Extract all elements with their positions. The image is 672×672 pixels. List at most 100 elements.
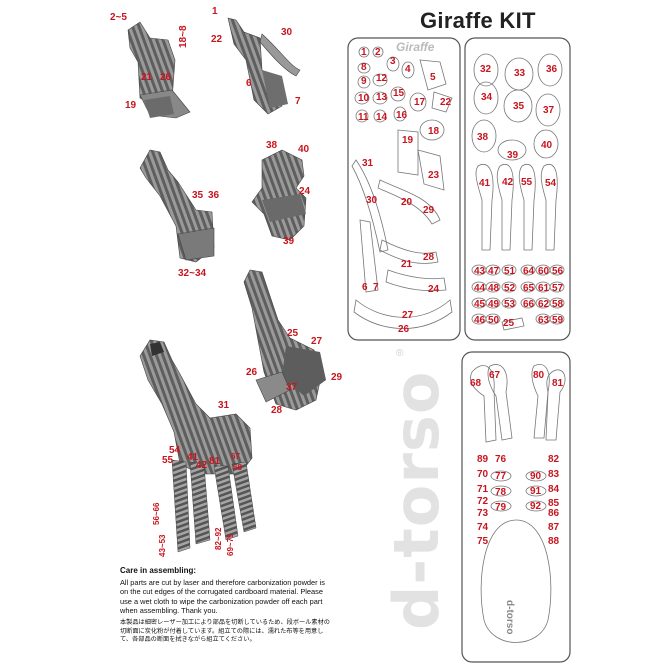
sheet-part-number: 16: [396, 110, 408, 121]
sheet-part-number: 59: [552, 315, 564, 326]
sheet-part-number: 45: [474, 299, 486, 310]
sheet-part-number: 74: [477, 522, 489, 533]
step2-drawing: [227, 17, 301, 115]
care-instructions: All parts are cut by laser and therefore…: [120, 578, 325, 616]
part-label: 68: [233, 463, 242, 472]
part-label: 81: [209, 456, 221, 467]
sheet3-parts: [470, 364, 566, 643]
cutting-sheet-3: [461, 351, 571, 663]
sheet-part-number: 6: [362, 282, 368, 293]
sheet-part-number: 29: [423, 205, 435, 216]
sheet2-parts: [471, 53, 565, 331]
sheet-part-number: 17: [414, 97, 426, 108]
sheet-part-number: 70: [477, 469, 489, 480]
sheet-part-number: 4: [405, 64, 411, 75]
sheet-part-number: 42: [502, 177, 514, 188]
sheet1-parts: [351, 46, 453, 329]
sheet-part-number: 92: [530, 501, 542, 512]
part-label: 2~5: [110, 12, 127, 23]
sheet-part-number: 3: [390, 56, 396, 67]
sheet-part-number: 31: [362, 158, 374, 169]
sheet-part-number: 32: [480, 64, 492, 75]
sheet-part-number: 65: [523, 283, 535, 294]
cutting-sheet-2: [464, 37, 571, 341]
sheet-part-number: 11: [358, 112, 369, 123]
sheet-part-number: 12: [376, 73, 388, 84]
part-label: 27: [311, 336, 323, 347]
sheet-part-number: 90: [530, 471, 542, 482]
sheet-part-number: 91: [530, 486, 542, 497]
part-label: 54: [169, 445, 181, 456]
sheet-part-number: 66: [523, 299, 535, 310]
part-label: 22: [211, 34, 223, 45]
sheet-part-number: 47: [488, 266, 500, 277]
sheet-part-number: 41: [479, 178, 491, 189]
part-label: 1: [212, 6, 218, 17]
sheet-part-number: 60: [538, 266, 550, 277]
sheet-part-number: 10: [358, 93, 370, 104]
sheet-part-number: 8: [361, 62, 367, 73]
part-label: 41: [187, 452, 199, 463]
sheet-part-number: 26: [398, 324, 410, 335]
sheet-part-number: 27: [402, 310, 414, 321]
part-label: 32~34: [178, 268, 207, 279]
sheet-part-number: 43: [474, 266, 486, 277]
part-label: 43~53: [158, 534, 167, 557]
part-label: 38: [266, 140, 278, 151]
sheet-part-number: 63: [538, 315, 550, 326]
sheet-part-number: 77: [495, 471, 507, 482]
step4-drawing: [251, 149, 307, 241]
sheet-part-number: 35: [513, 101, 525, 112]
part-label: 28: [271, 405, 283, 416]
part-label: 39: [283, 236, 295, 247]
kit-title: Giraffe KIT: [420, 8, 536, 33]
part-label: 31: [218, 400, 230, 411]
sheet-part-number: 85: [548, 498, 560, 509]
part-label: 19: [125, 100, 137, 111]
sheet-part-number: 13: [376, 92, 388, 103]
part-label: 29: [331, 372, 343, 383]
sheet-part-number: 86: [548, 508, 560, 519]
sheet-logo-text: Giraffe: [396, 40, 435, 54]
sheet-part-number: 23: [428, 170, 440, 181]
part-label: 67: [231, 452, 240, 461]
sheet-part-number: 64: [523, 266, 535, 277]
oval-logo-text: d-torso: [504, 600, 515, 635]
sheet-part-number: 30: [366, 195, 378, 206]
sheet-part-number: 38: [477, 132, 489, 143]
sheet-part-number: 80: [533, 370, 545, 381]
sheet-part-number: 25: [503, 318, 515, 329]
sheet-part-number: 52: [504, 283, 516, 294]
sheet-part-number: 1: [361, 47, 367, 58]
sheet-part-number: 72: [477, 496, 489, 507]
sheet-part-number: 19: [402, 135, 414, 146]
part-label: 26: [246, 367, 258, 378]
part-label: 36: [208, 190, 220, 201]
sheet-part-number: 61: [538, 283, 550, 294]
part-label: 7: [295, 96, 301, 107]
part-label: 26: [160, 72, 172, 83]
part-label: 35: [192, 190, 204, 201]
part-label: 6: [246, 78, 252, 89]
sheet-part-number: 28: [423, 252, 435, 263]
step6-drawing: [139, 339, 257, 553]
sheet-part-number: 81: [552, 378, 564, 389]
sheet-part-number: 48: [488, 283, 500, 294]
part-label: 55: [162, 455, 174, 466]
sheet-part-number: 75: [477, 536, 489, 547]
sheet-part-number: 14: [376, 112, 388, 123]
sheet-part-number: 71: [477, 484, 489, 495]
sheet-part-number: 20: [401, 197, 413, 208]
sheet-part-number: 37: [543, 105, 555, 116]
sheet-part-number: 58: [552, 299, 564, 310]
sheet-part-number: 22: [440, 97, 452, 108]
sheet-part-number: 21: [401, 259, 413, 270]
sheet-part-number: 67: [489, 370, 501, 381]
sheet-part-number: 78: [495, 487, 507, 498]
sheet-part-number: 87: [548, 522, 560, 533]
sheet-part-number: 57: [552, 283, 564, 294]
sheet-part-number: 76: [495, 454, 507, 465]
part-label: 82~92: [214, 527, 223, 550]
sheet-part-number: 53: [504, 299, 516, 310]
